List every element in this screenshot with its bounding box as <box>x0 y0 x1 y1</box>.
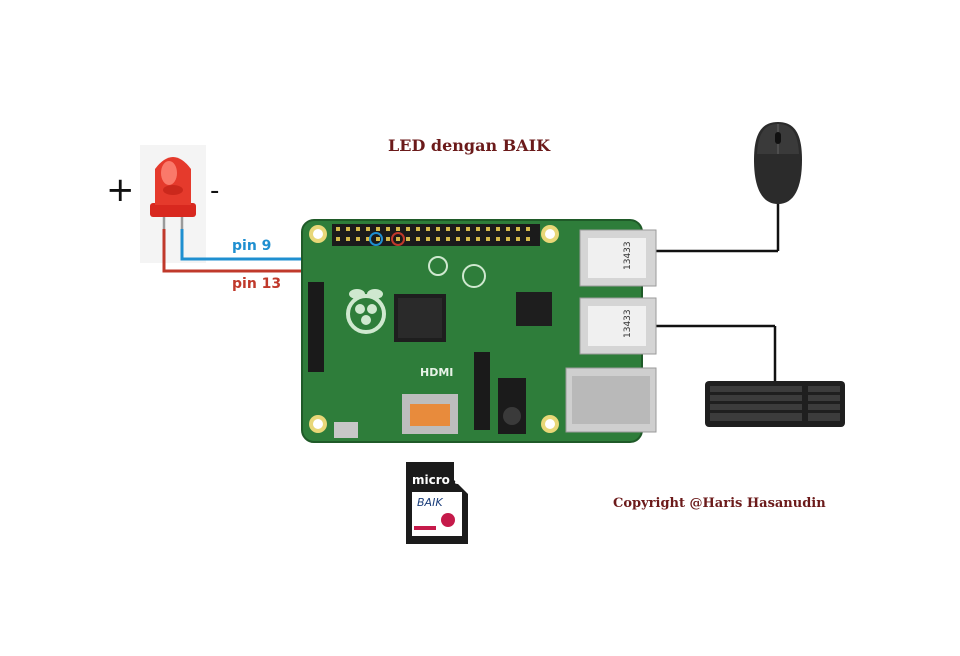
pin9-label: pin 9 <box>232 238 272 254</box>
sd-label: BAIK <box>417 496 443 509</box>
microsd-card: micro SD BAIK <box>404 460 473 546</box>
sd-brand: micro SD <box>412 473 470 487</box>
diagram-title: LED dengan BAIK <box>388 136 550 155</box>
led-plus-label: + <box>106 170 135 210</box>
raspberry-pi-board: HDMI 13433 13433 <box>300 218 660 446</box>
copyright-text: Copyright @Haris Hasanudin <box>613 496 826 511</box>
mouse-icon <box>754 122 802 204</box>
hdmi-text: HDMI <box>420 366 453 379</box>
usb-bottom-code: 13433 <box>623 309 633 338</box>
mouse <box>752 120 804 206</box>
keyboard <box>704 380 846 428</box>
led-minus-label: - <box>210 176 220 206</box>
pin13-label: pin 13 <box>232 276 282 292</box>
keyboard-icon <box>705 381 845 427</box>
usb-top-code: 13433 <box>623 241 633 270</box>
